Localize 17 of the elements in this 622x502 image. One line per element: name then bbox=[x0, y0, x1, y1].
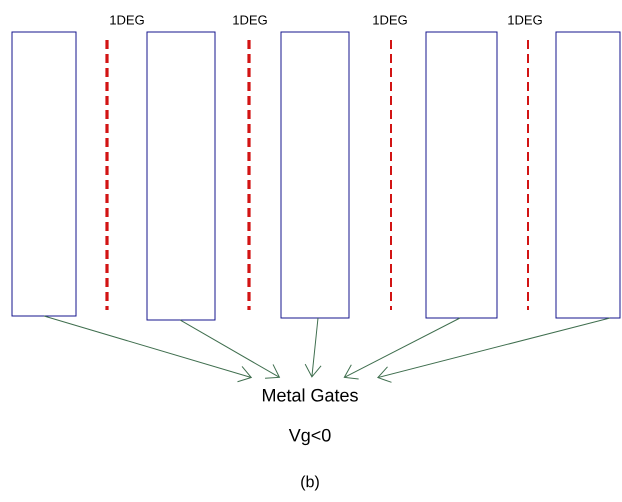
gate-box bbox=[12, 32, 76, 316]
voltage-label: Vg<0 bbox=[288, 428, 331, 446]
arrow bbox=[377, 318, 610, 383]
gate-box bbox=[280, 32, 350, 318]
region-label: 1DEG bbox=[110, 15, 144, 25]
region-label: 1DEG bbox=[373, 15, 407, 25]
arrow bbox=[44, 316, 252, 382]
region-label: 1DEG bbox=[508, 15, 542, 25]
arrow bbox=[304, 318, 322, 378]
gate-box bbox=[556, 32, 620, 318]
gate-box bbox=[426, 32, 498, 318]
caption: (b) bbox=[301, 476, 319, 490]
node-label: Metal Gates bbox=[262, 388, 358, 402]
arrow bbox=[180, 320, 280, 379]
gate-box bbox=[146, 32, 216, 320]
region-label: 1DEG bbox=[233, 15, 267, 25]
arrow bbox=[344, 318, 460, 380]
